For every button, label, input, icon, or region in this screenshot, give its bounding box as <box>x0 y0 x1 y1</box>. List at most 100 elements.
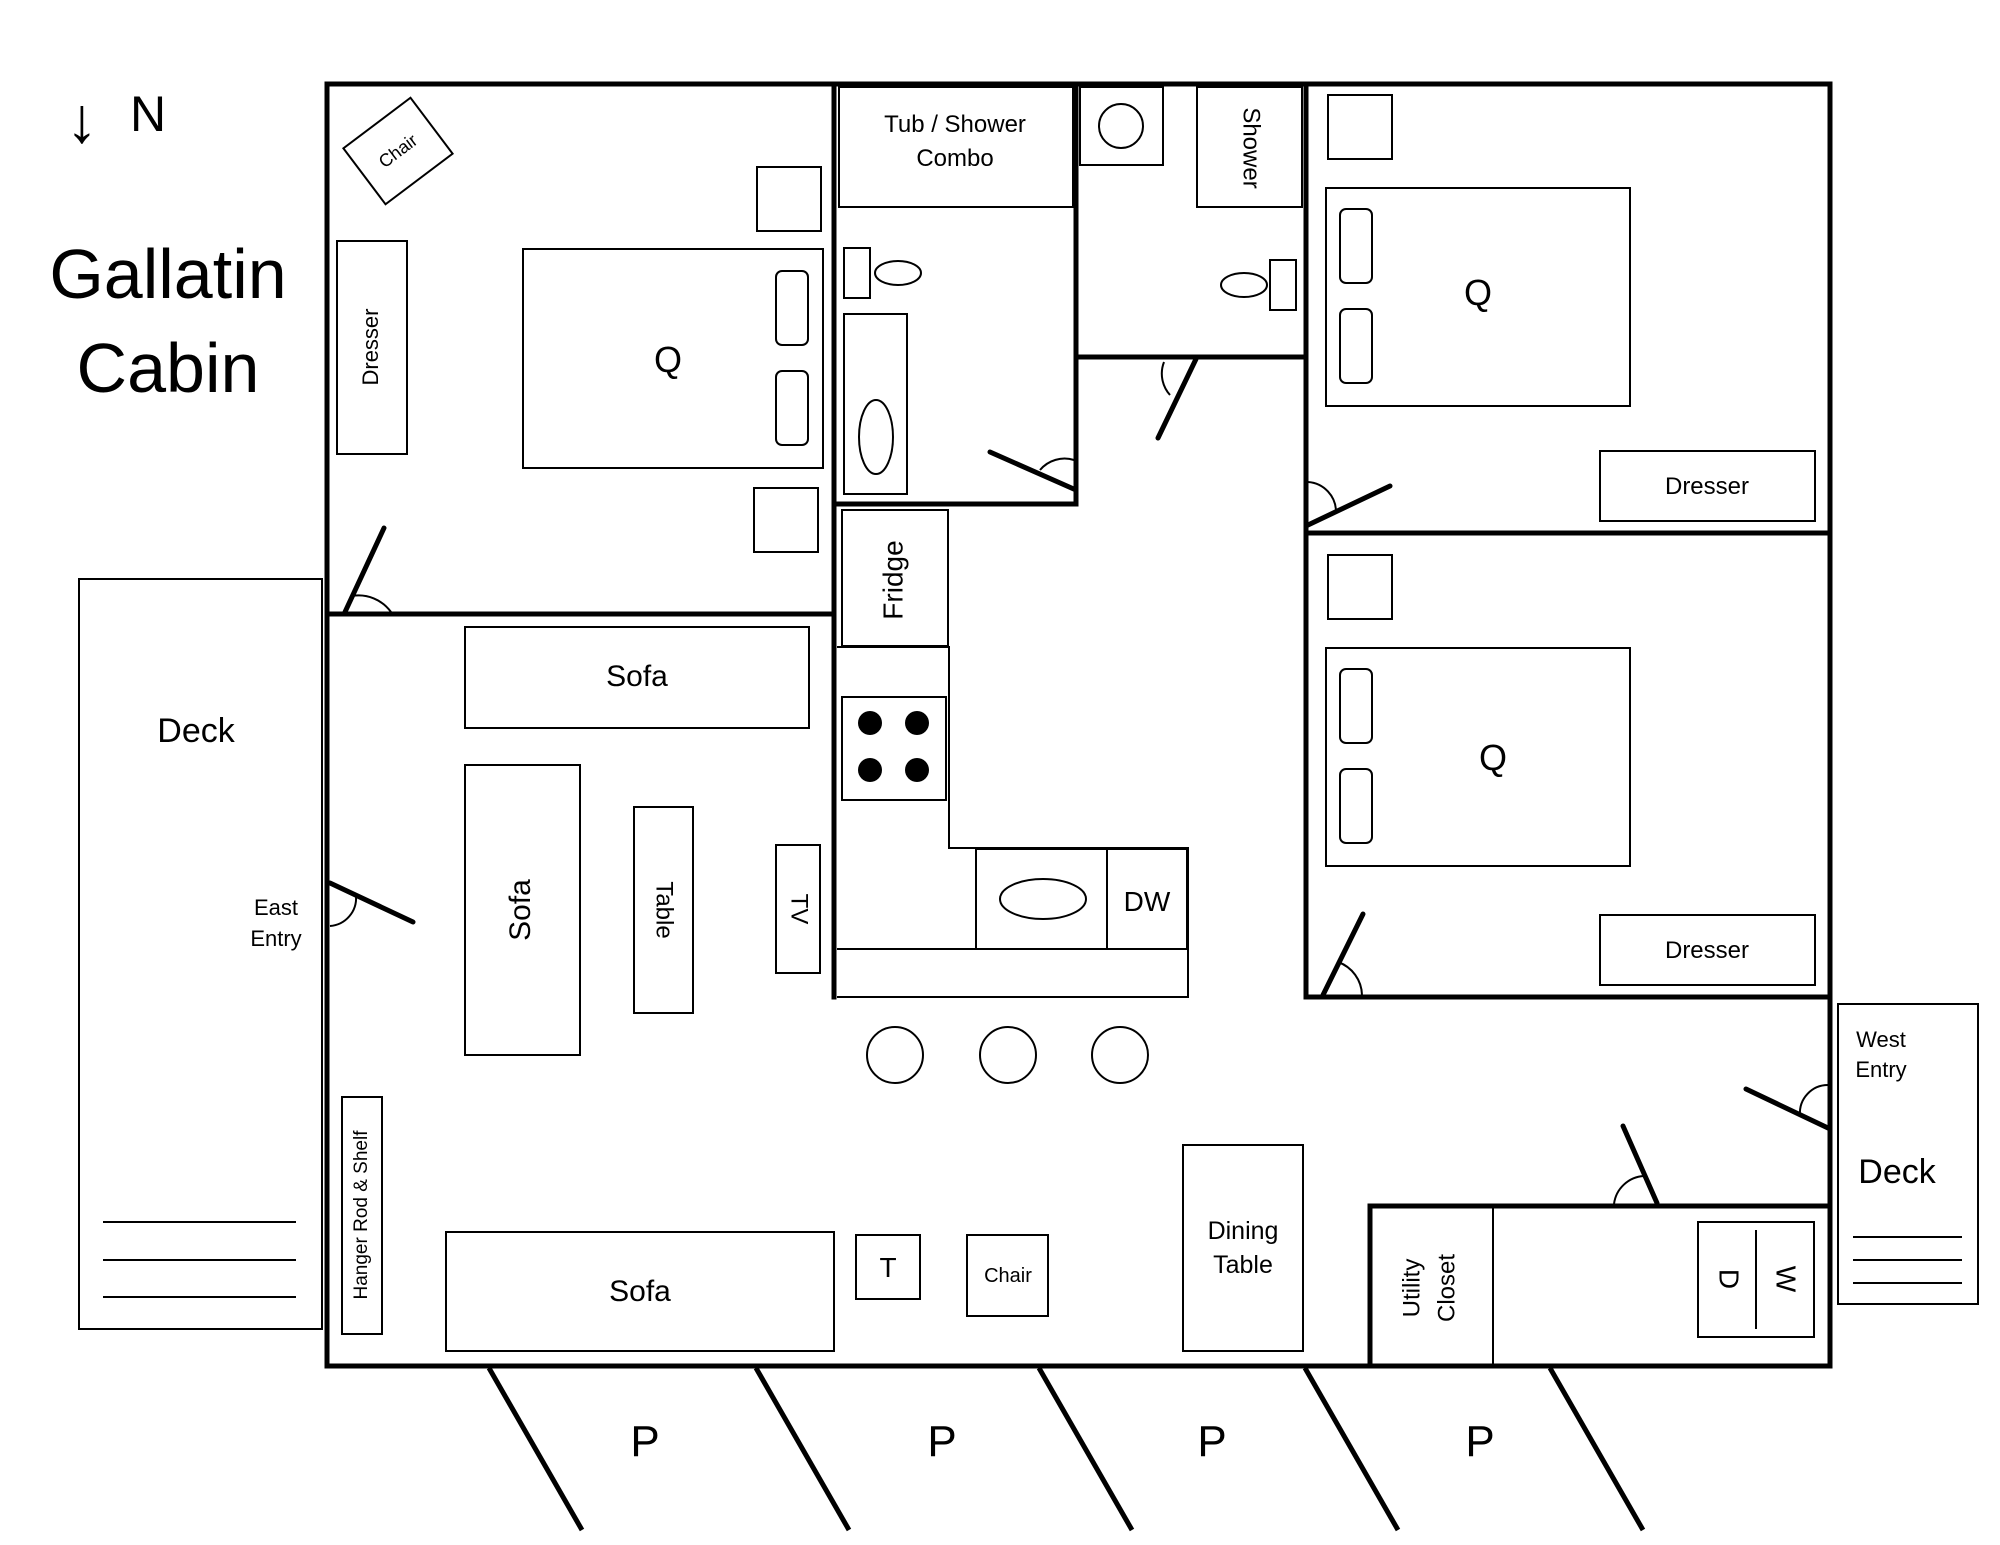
toilet-2 <box>1220 259 1297 311</box>
deck-west: Deck West Entry <box>1837 1003 1979 1305</box>
toilet-1 <box>843 247 922 299</box>
tub-shower-label-1: Tub / Shower <box>884 111 1026 138</box>
sofa-bottom-label: Sofa <box>609 1275 671 1308</box>
stove <box>841 696 947 801</box>
bathroom-2: Shower <box>1079 86 1303 311</box>
dresser-ne: Dresser <box>1599 450 1816 522</box>
kitchen-sink <box>975 848 1108 950</box>
bar-stool <box>866 1026 924 1084</box>
deck-west-label: Deck <box>1858 1153 1936 1191</box>
interior-walls <box>324 81 1833 1369</box>
bed-se: Q <box>1325 647 1631 867</box>
title-line-2: Cabin <box>77 329 260 407</box>
bar-stool <box>979 1026 1037 1084</box>
sofa-top: Sofa <box>464 626 810 729</box>
nightstand-se <box>1327 554 1393 620</box>
tv: TV <box>775 844 821 974</box>
dining-table-label-2: Table <box>1213 1251 1273 1279</box>
fridge: Fridge <box>841 509 949 647</box>
east-entry-label-1: East <box>254 895 298 920</box>
washer-dryer: W D <box>1697 1221 1815 1338</box>
parking: P P P P <box>486 1366 1646 1532</box>
nightstand-master-bottom <box>753 487 819 553</box>
vanity-1 <box>843 313 908 495</box>
door-master <box>342 525 392 615</box>
dresser-se-label: Dresser <box>1665 937 1749 964</box>
burner-icon <box>858 758 882 782</box>
deck-east-label: Deck <box>157 712 235 750</box>
sofa-top-label: Sofa <box>606 660 668 693</box>
west-entry-label-2: Entry <box>1855 1057 1906 1082</box>
coffee-table: Table <box>633 806 694 1014</box>
chair-living-label: Chair <box>984 1265 1032 1287</box>
door-bath-2 <box>1155 356 1199 441</box>
dining-table-label-1: Dining <box>1208 1217 1279 1245</box>
parking-spot-1: P <box>630 1417 659 1466</box>
ne-bedroom: Q Dresser <box>1325 94 1816 522</box>
parking-spot-4: P <box>1465 1417 1494 1466</box>
side-table-label: T <box>879 1252 896 1283</box>
door-ne-bedroom <box>1305 481 1393 528</box>
shower: Shower <box>1196 86 1303 208</box>
bed-se-label: Q <box>1479 737 1507 778</box>
door-west-entry <box>1743 1083 1831 1131</box>
compass: ↓ N <box>66 84 166 156</box>
fridge-label: Fridge <box>877 540 908 619</box>
nightstand-master-top <box>756 166 822 232</box>
deck-east: Deck <box>78 578 323 1330</box>
tub-shower-label-2: Combo <box>916 145 993 172</box>
coffee-table-label: Table <box>651 881 678 938</box>
tub-shower: Tub / Shower Combo <box>838 86 1074 208</box>
dresser-master: Dresser <box>336 240 408 455</box>
dresser-master-label: Dresser <box>358 308 383 385</box>
hanger-rod-shelf: Hanger Rod & Shelf <box>341 1096 383 1335</box>
dryer-label: D <box>1714 1269 1745 1289</box>
compass-north-label: N <box>130 86 166 142</box>
dishwasher: DW <box>1106 848 1188 950</box>
doors: East Entry <box>250 356 1831 1206</box>
side-table: T <box>855 1234 921 1300</box>
door-utility <box>1613 1123 1660 1206</box>
east-entry-label-2: Entry <box>250 926 301 951</box>
sofa-middle: Sofa <box>464 764 581 1056</box>
dishwasher-label: DW <box>1124 886 1171 917</box>
nightstand-ne <box>1327 94 1393 160</box>
door-se-bedroom <box>1320 911 1366 998</box>
se-bedroom: Q Dresser <box>1325 554 1816 986</box>
chair-living: Chair <box>966 1234 1049 1317</box>
dresser-ne-label: Dresser <box>1665 473 1749 500</box>
sofa-middle-label: Sofa <box>504 879 537 941</box>
parking-spot-2: P <box>927 1417 956 1466</box>
sofa-bottom: Sofa <box>445 1231 835 1352</box>
bed-ne: Q <box>1325 187 1631 407</box>
bed-ne-label: Q <box>1464 272 1492 313</box>
bed-master: Q <box>522 248 824 469</box>
utility-closet: Utility Closet W D <box>1398 1208 1815 1364</box>
parking-spot-3: P <box>1197 1417 1226 1466</box>
west-entry-label-1: West <box>1856 1027 1906 1052</box>
dining-table: Dining Table <box>1182 1144 1304 1352</box>
door-east-entry <box>327 880 416 927</box>
burner-icon <box>905 758 929 782</box>
bathroom-1: Tub / Shower Combo <box>838 86 1074 495</box>
burner-icon <box>905 711 929 735</box>
bar-stool <box>1091 1026 1149 1084</box>
shower-label: Shower <box>1238 107 1265 188</box>
plan-title: Gallatin Cabin <box>49 235 286 407</box>
master-bedroom: Chair Dresser Q <box>336 96 824 553</box>
chair-master: Chair <box>341 96 455 206</box>
burner-icon <box>858 711 882 735</box>
living-room: Sofa Sofa Table TV Hanger Rod & Shelf So… <box>341 626 1049 1352</box>
utility-closet-label-1: Utility <box>1398 1259 1425 1318</box>
washer-label: W <box>1771 1266 1802 1293</box>
door-bath-1 <box>987 449 1079 493</box>
utility-closet-label-2: Closet <box>1433 1254 1460 1322</box>
tv-label: TV <box>786 894 813 925</box>
title-line-1: Gallatin <box>49 235 286 313</box>
bed-master-label: Q <box>654 339 682 380</box>
kitchen: Fridge DW <box>837 509 1189 1084</box>
dresser-se: Dresser <box>1599 914 1816 986</box>
hanger-label: Hanger Rod & Shelf <box>351 1130 372 1300</box>
sink-2 <box>1079 86 1164 166</box>
